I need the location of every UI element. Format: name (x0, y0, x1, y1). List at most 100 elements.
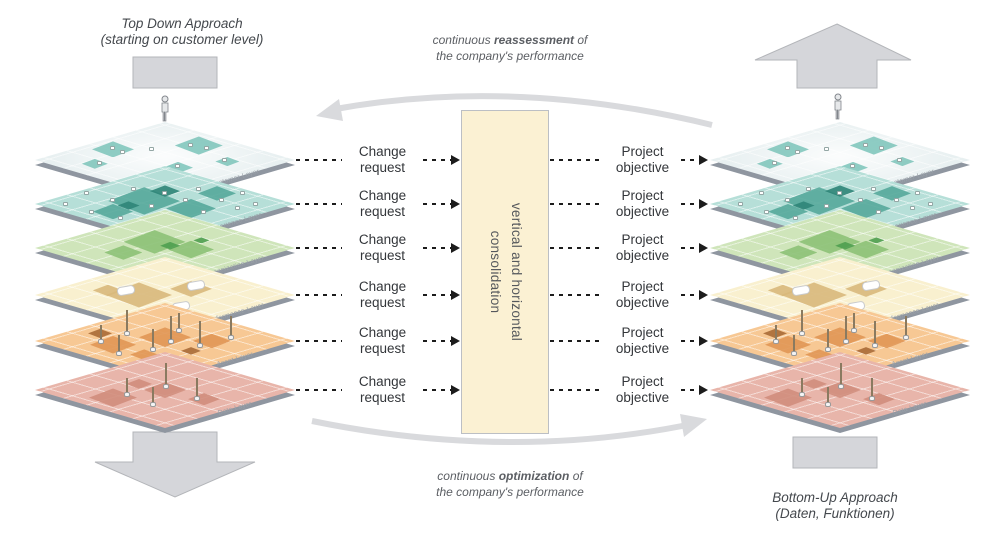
layer-patch (805, 349, 834, 360)
flow-row: Change request (296, 229, 460, 267)
layer-patch (139, 327, 191, 348)
data-pin (851, 312, 857, 333)
layer-patch (130, 349, 159, 360)
icon-chip (928, 202, 933, 206)
flow-row: Change request (296, 185, 460, 223)
project-objective-label: Project objective (615, 324, 670, 356)
consolidation-box: vertical and horizontal consolidation (461, 110, 549, 434)
layer-patch (126, 378, 152, 389)
data-pin (825, 386, 831, 407)
icon-chip (234, 205, 240, 210)
dashed-arrow (423, 336, 460, 346)
data-pin (871, 320, 878, 348)
data-pin (116, 335, 123, 357)
icon-chip (253, 202, 258, 206)
dashed-line (550, 203, 604, 205)
note-text: continuous (432, 33, 494, 47)
layer-patch (890, 156, 915, 167)
icon-chip (909, 205, 915, 210)
icon-chip (894, 198, 900, 203)
top-down-approach-line2: (starting on customer level) (100, 32, 264, 48)
flow-row: Project objective (550, 276, 708, 314)
layer-patch (756, 158, 783, 169)
layer-patch (767, 284, 798, 297)
continuous-reassessment-note: continuous reassessment of the company's… (375, 33, 645, 64)
icon-chip (738, 202, 744, 206)
person-icon (157, 95, 173, 127)
data-pin (843, 316, 850, 344)
dashed-arrow (423, 290, 460, 300)
icon-chip (175, 164, 180, 169)
layer-patch (835, 241, 856, 250)
layer-patch (863, 393, 895, 406)
layer-patch (814, 327, 866, 348)
change-request-label: Change request (358, 324, 407, 356)
layer-patch (801, 378, 827, 389)
icon-chip (857, 198, 863, 203)
stack-layer: Customer Layer (35, 122, 295, 204)
flow-row: Project objective (550, 185, 708, 223)
layer-patch (819, 382, 861, 398)
flow-row: Project objective (550, 322, 708, 360)
dashed-line (296, 389, 342, 391)
note-line2: the company's performance (436, 484, 584, 499)
flow-row: Change request (296, 276, 460, 314)
project-objective-label: Project objective (615, 187, 670, 219)
icon-chip (201, 209, 206, 214)
dashed-line (296, 203, 342, 205)
icon-chip (878, 145, 884, 150)
icon-chip (219, 198, 225, 203)
stack-layer: Data Layer (710, 352, 970, 434)
icon-chip (805, 186, 811, 191)
data-pin (168, 316, 175, 344)
icon-chip (785, 145, 790, 150)
icon-chip (63, 202, 69, 206)
layer-patch (160, 241, 181, 250)
icon-chip (130, 186, 136, 191)
data-pin (150, 328, 156, 352)
layer-patch (873, 186, 911, 201)
dashed-line (296, 294, 342, 296)
layer-patch (188, 393, 220, 406)
bottom-up-approach-line2: (Daten, Funktionen) (775, 506, 895, 522)
dashed-line (296, 159, 342, 161)
consolidation-box-label: vertical and horizontal consolidation (484, 110, 526, 434)
icon-chip (870, 186, 876, 191)
layer-patch (765, 336, 811, 354)
layer-patch (868, 237, 885, 244)
layer-patch (849, 136, 898, 155)
data-pin (825, 328, 831, 352)
layer-patch (193, 237, 210, 244)
layer-patch (856, 347, 876, 355)
data-pin (196, 320, 203, 348)
change-request-label: Change request (358, 278, 407, 310)
top-down-approach-line1: Top Down Approach (121, 16, 243, 31)
data-pin (124, 310, 130, 337)
icon-chip (110, 198, 115, 203)
layer-patch (168, 240, 214, 259)
change-request-label: Change request (358, 373, 407, 405)
dashed-line (550, 247, 604, 249)
stack-layer: Data Layer (35, 352, 295, 434)
project-objective-label: Project objective (615, 278, 670, 310)
layer-patch (89, 388, 137, 407)
data-pin (163, 363, 169, 390)
layer-patch (92, 284, 123, 297)
icon-chip (795, 150, 801, 155)
icon-chip (824, 203, 829, 208)
dashed-line (550, 389, 604, 391)
icon-chip (120, 150, 126, 155)
icon-chip (188, 142, 193, 147)
flow-row: Change request (296, 371, 460, 409)
icon-chip (84, 190, 89, 195)
layer-patch (174, 136, 223, 155)
layer-patch (81, 158, 108, 169)
layer-patch (843, 240, 889, 259)
flow-row: Project objective (550, 141, 708, 179)
layer-patch (779, 245, 818, 260)
stack-layer: Performance Layer (35, 257, 295, 339)
consolidation-line2: consolidation (488, 230, 503, 314)
dashed-line (296, 340, 342, 342)
layer-patch (181, 347, 201, 355)
